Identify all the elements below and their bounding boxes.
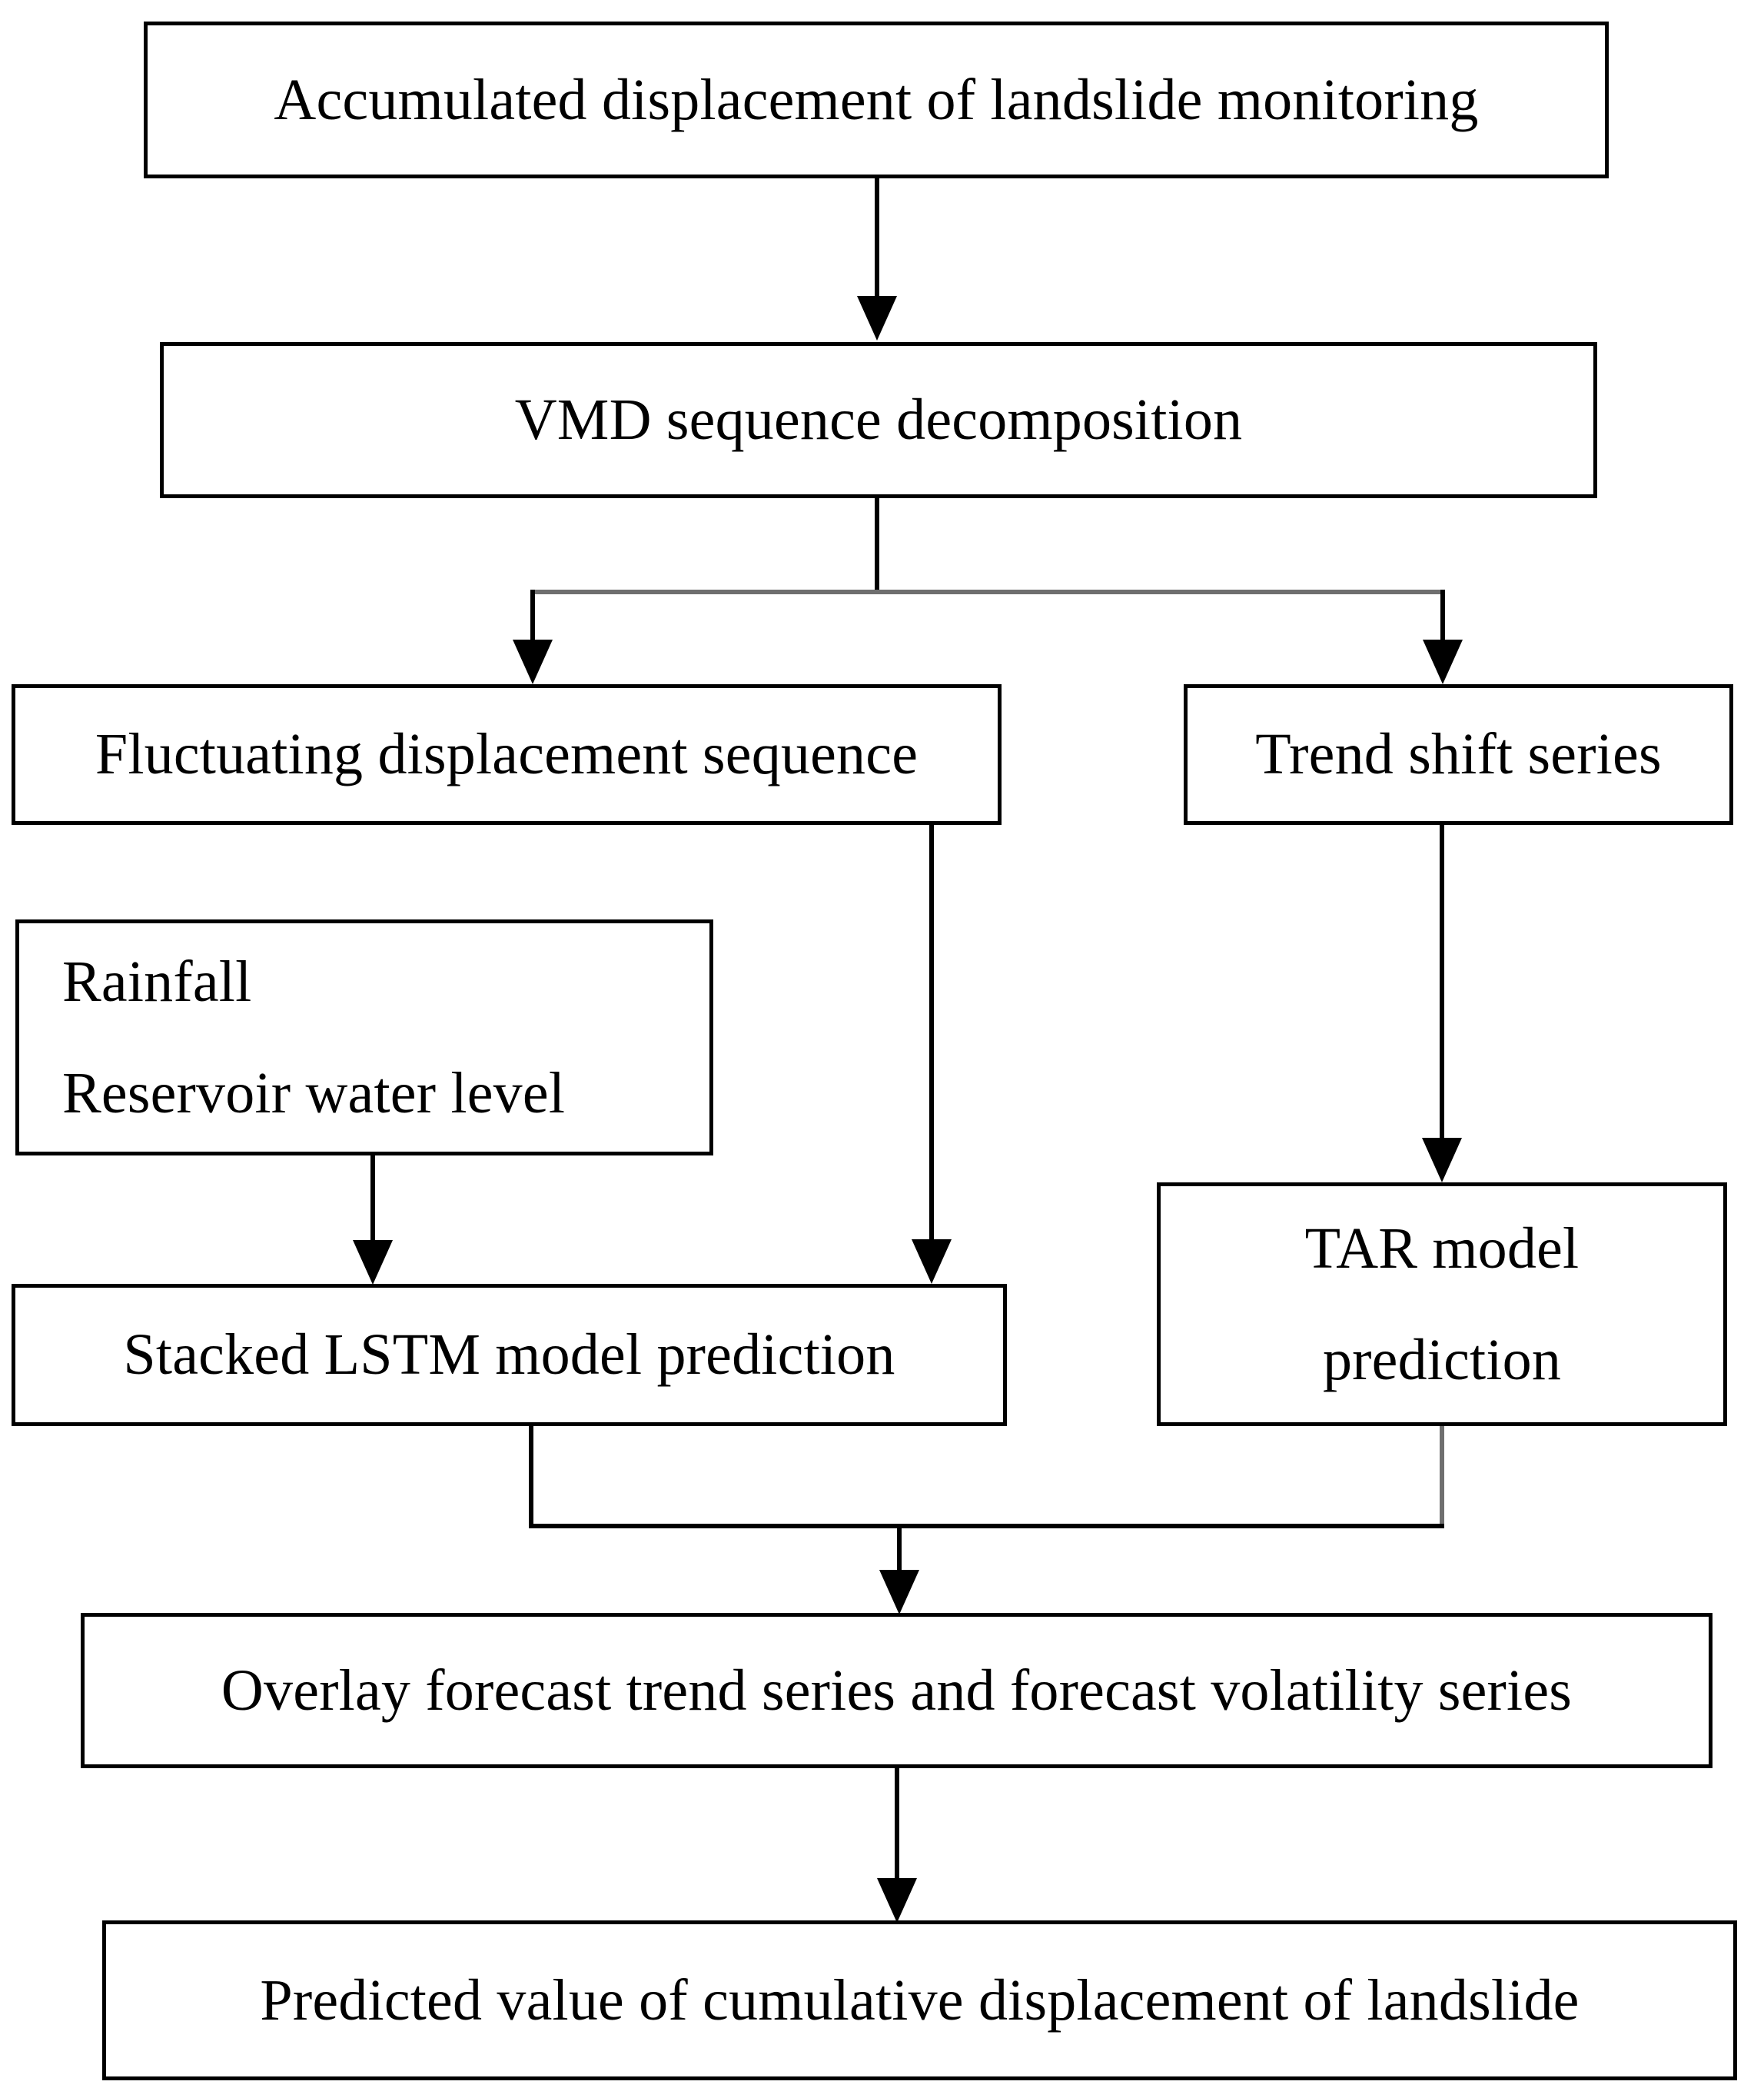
edge-trend-to-tar-line [1440, 825, 1444, 1140]
edge-lstm-to-merge-line [529, 1426, 533, 1528]
edge-fluctuating-to-lstm-arrowhead [912, 1239, 952, 1284]
node-vmd-decomposition[interactable]: VMD sequence decomposition [160, 342, 1597, 498]
edge-vmd-to-trend-line [1440, 590, 1445, 674]
edge-overlay-to-predicted-arrowhead [877, 1878, 917, 1923]
node-label: Trend shift series [1255, 722, 1662, 787]
edge-merge-to-overlay-line [897, 1524, 902, 1608]
node-rainfall-inputs[interactable]: Rainfall Reservoir water level [15, 919, 713, 1155]
node-fluctuating-sequence[interactable]: Fluctuating displacement sequence [12, 684, 1002, 825]
edge-fluctuating-to-lstm-line [929, 825, 934, 1242]
edge-merge-bar [529, 1524, 1444, 1528]
edge-trend-to-tar-arrowhead [1422, 1138, 1462, 1182]
edge-merge-to-overlay-arrowhead [879, 1570, 919, 1614]
edge-vmd-to-fluctuating-arrowhead [513, 640, 553, 684]
node-label: Stacked LSTM model prediction [123, 1322, 895, 1388]
edge-tar-to-merge-line [1440, 1426, 1444, 1528]
edge-accumulated-to-vmd-line [875, 178, 879, 298]
node-accumulated-displacement[interactable]: Accumulated displacement of landslide mo… [144, 22, 1609, 178]
edge-overlay-to-predicted-line [895, 1768, 899, 1885]
edge-vmd-split-bar [530, 590, 1445, 594]
edge-vmd-to-trend-arrowhead [1423, 640, 1463, 684]
node-label: Fluctuating displacement sequence [95, 722, 919, 787]
node-tar-model[interactable]: TAR model prediction [1157, 1182, 1727, 1426]
node-label: Predicted value of cumulative displaceme… [260, 1967, 1580, 2033]
edge-accumulated-to-vmd-arrowhead [857, 296, 897, 341]
node-overlay-forecast[interactable]: Overlay forecast trend series and foreca… [81, 1613, 1713, 1768]
node-stacked-lstm[interactable]: Stacked LSTM model prediction [12, 1284, 1007, 1426]
node-predicted-value[interactable]: Predicted value of cumulative displaceme… [102, 1920, 1737, 2080]
edge-vmd-split-stem [875, 498, 879, 594]
edge-rainfall-to-lstm-arrowhead [353, 1240, 393, 1285]
edge-rainfall-to-lstm-line [370, 1155, 375, 1244]
node-label: Accumulated displacement of landslide mo… [274, 67, 1479, 132]
node-label: Rainfall Reservoir water level [62, 949, 566, 1125]
node-label: Overlay forecast trend series and foreca… [221, 1657, 1573, 1723]
node-label: VMD sequence decomposition [514, 387, 1243, 453]
node-trend-shift-series[interactable]: Trend shift series [1184, 684, 1733, 825]
node-label: TAR model prediction [1304, 1216, 1580, 1392]
edge-vmd-to-fluctuating-line [530, 590, 535, 674]
